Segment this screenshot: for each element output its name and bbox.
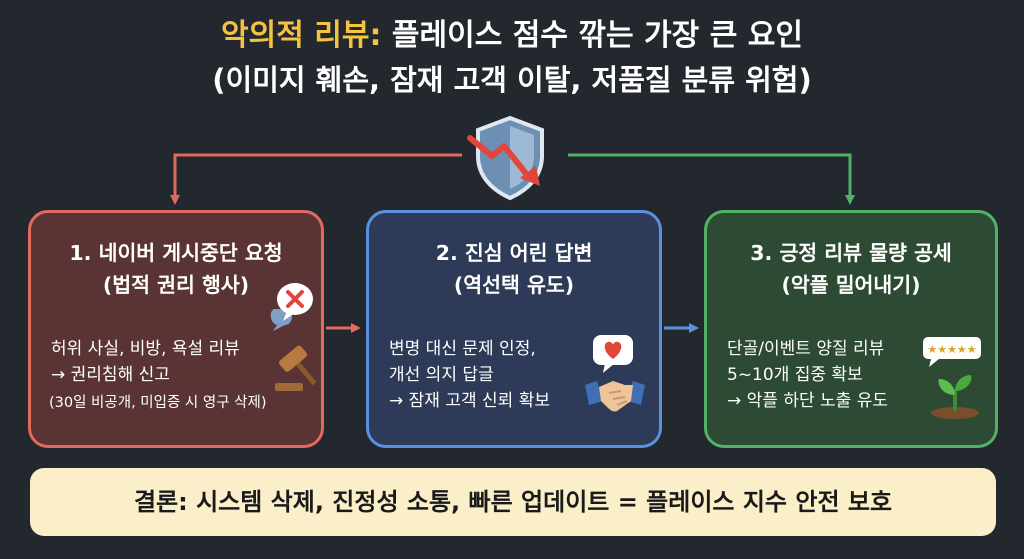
arrow-to-box1 <box>170 153 462 205</box>
box1-line-2: → 권리침해 신고 <box>51 365 170 385</box>
shield-decline-icon <box>467 115 544 201</box>
box2-line-1: 변명 대신 문제 인정, <box>389 339 536 359</box>
svg-text:★★★★★: ★★★★★ <box>927 343 976 356</box>
box2-line-3: → 잠재 고객 신뢰 확보 <box>389 391 550 411</box>
title-rest: 플레이스 점수 깎는 가장 큰 요인 <box>381 18 803 53</box>
arrow-to-box3 <box>568 153 855 205</box>
box3-line-3: → 악플 하단 노출 유도 <box>727 391 888 411</box>
sprout-icon <box>931 375 979 419</box>
step-box-positive-reviews: 3. 긍정 리뷰 물량 공세 (악플 밀어내기) 단골/이벤트 양질 리뷰 5~… <box>704 210 998 448</box>
box3-title: 3. 긍정 리뷰 물량 공세 <box>750 241 952 265</box>
report-speech-bubble-icon <box>270 283 313 331</box>
box1-line-3: (30일 비공개, 미입증 시 영구 삭제) <box>49 395 267 411</box>
box3-line-2: 5~10개 집중 확보 <box>727 365 863 385</box>
step-box-legal-takedown: 1. 네이버 게시중단 요청 (법적 권리 행사) 허위 사실, 비방, 욕설 … <box>28 210 324 448</box>
conclusion-banner: 결론: 시스템 삭제, 진정성 소통, 빠른 업데이트 = 플레이스 지수 안전… <box>30 468 996 536</box>
handshake-icon <box>585 381 645 412</box>
box2-subtitle: (역선택 유도) <box>453 273 575 297</box>
box3-line-1: 단골/이벤트 양질 리뷰 <box>727 339 885 359</box>
step-box-sincere-reply: 2. 진심 어린 답변 (역선택 유도) 변명 대신 문제 인정, 개선 의지 … <box>366 210 662 448</box>
title-accent: 악의적 리뷰: <box>221 18 382 53</box>
box1-title: 1. 네이버 게시중단 요청 <box>69 241 283 265</box>
box2-title: 2. 진심 어린 답변 <box>435 241 593 265</box>
gavel-icon <box>275 345 317 391</box>
heart-speech-bubble-icon <box>593 335 633 373</box>
star-rating-bubble-icon: ★★★★★ <box>923 337 981 367</box>
box1-subtitle: (법적 권리 행사) <box>102 273 250 297</box>
subtitle: (이미지 훼손, 잠재 고객 이탈, 저품질 분류 위험) <box>212 63 812 97</box>
main-title: 악의적 리뷰: 플레이스 점수 깎는 가장 큰 요인 <box>0 16 1024 56</box>
box2-line-2: 개선 의지 답글 <box>389 365 494 385</box>
box3-subtitle: (악플 밀어내기) <box>781 273 921 297</box>
box1-line-1: 허위 사실, 비방, 욕설 리뷰 <box>51 339 240 359</box>
